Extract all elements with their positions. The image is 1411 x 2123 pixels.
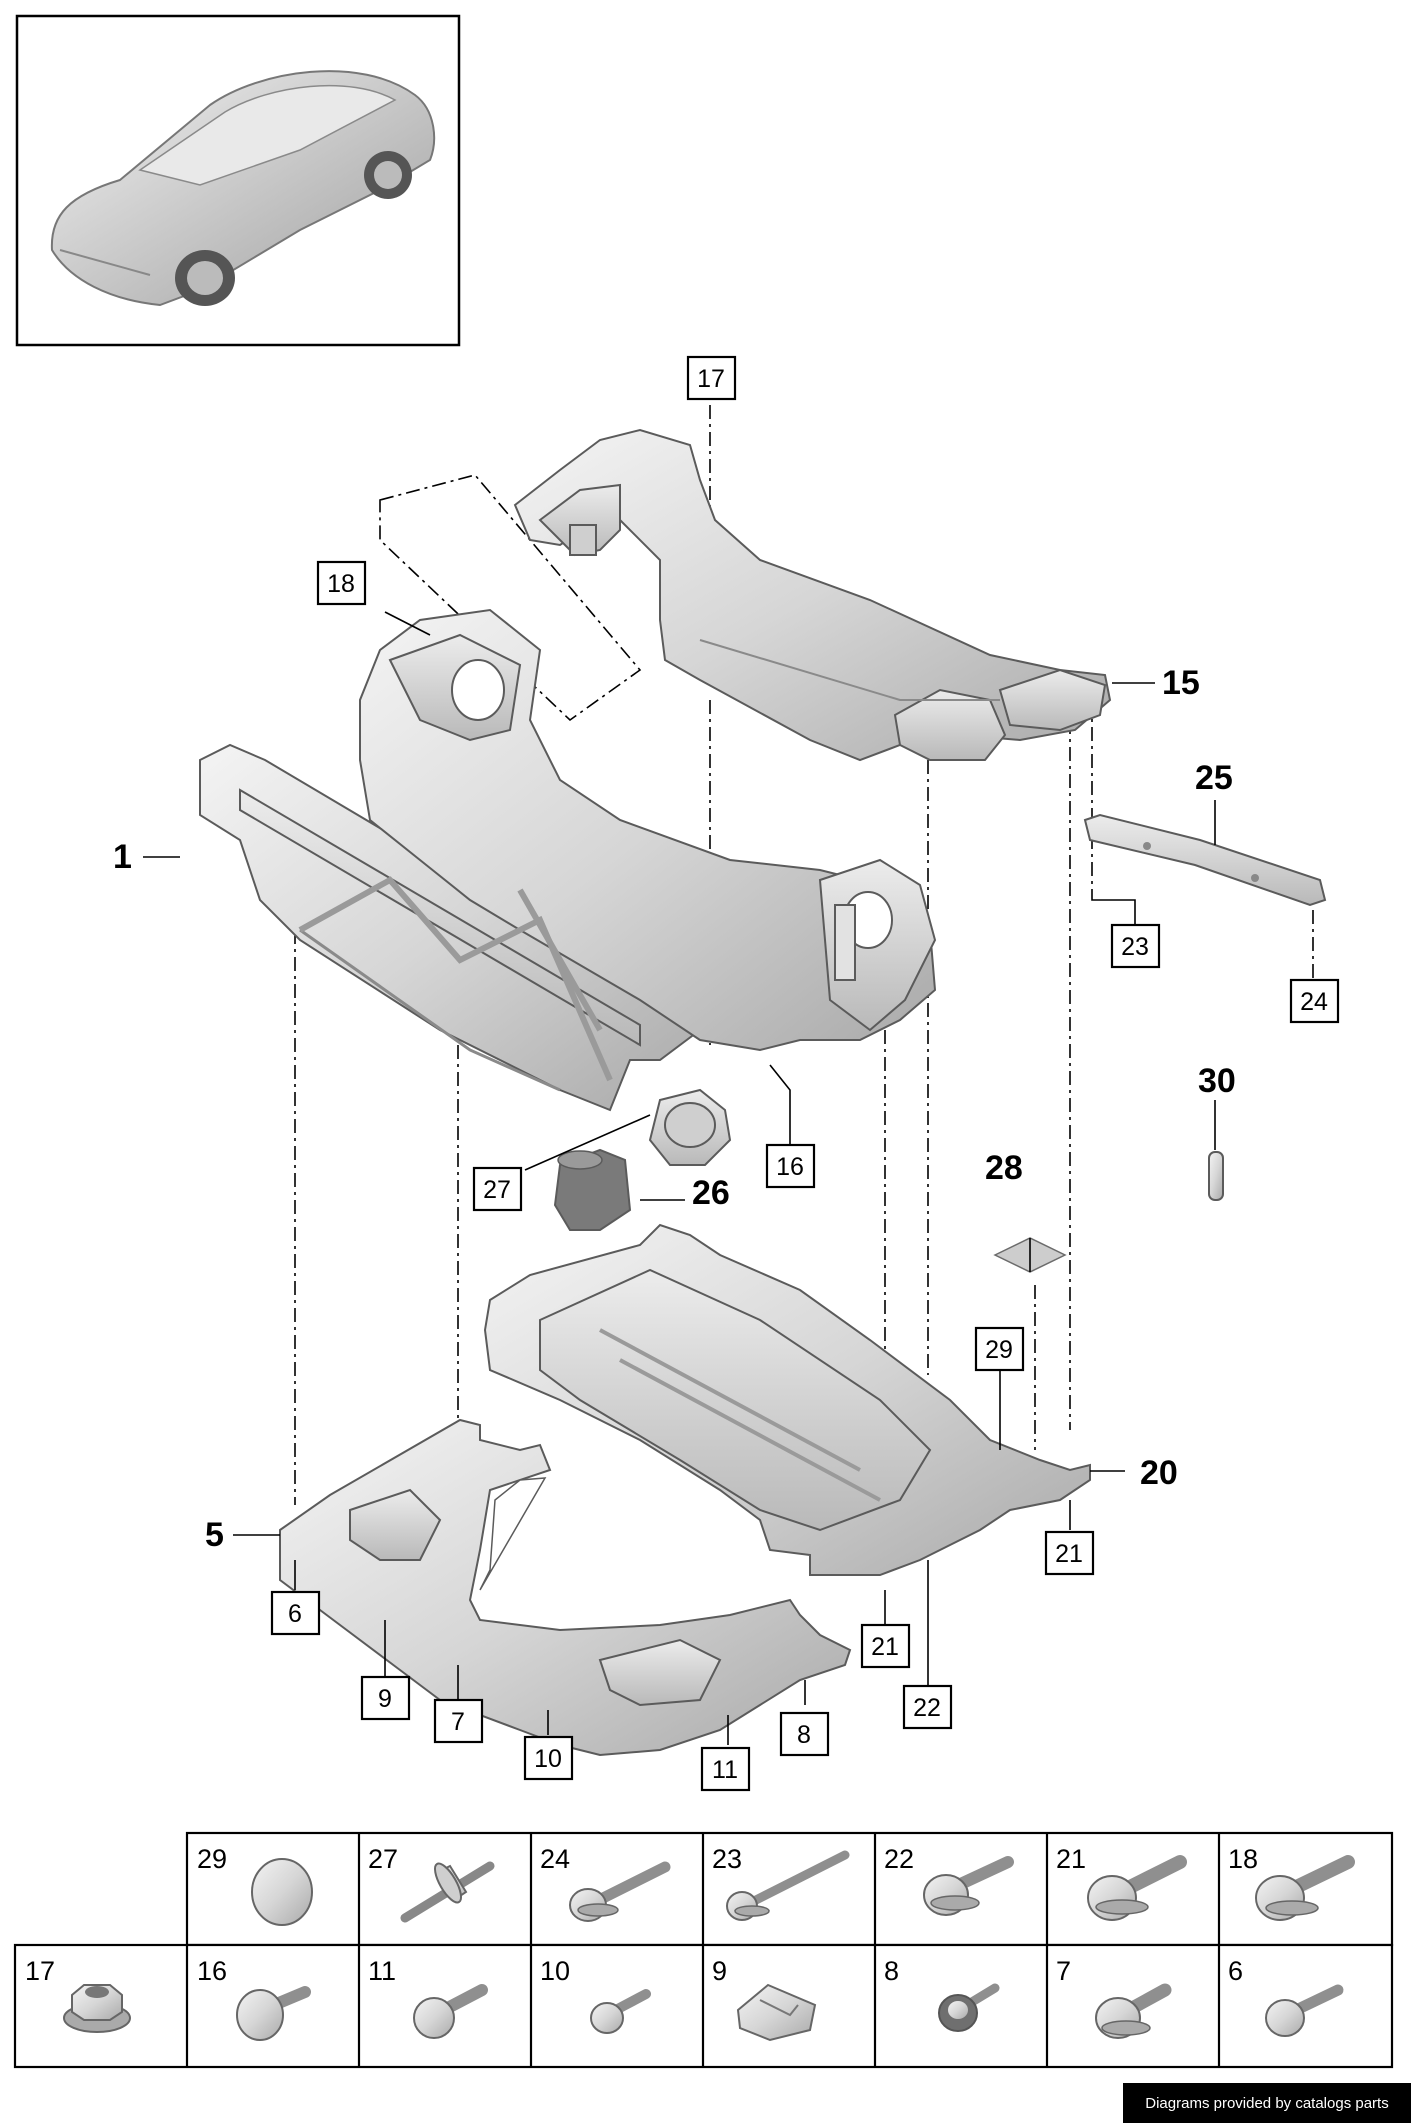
callout-9: 9 xyxy=(360,1675,411,1721)
front-shear-panel xyxy=(279,1418,852,1757)
grid-label: 24 xyxy=(540,1844,570,1874)
svg-text:16: 16 xyxy=(776,1153,804,1181)
fastener-grid: 29 27 24 23 22 21 18 17 16 11 10 9 8 7 6 xyxy=(13,1831,1394,2069)
hex-bolt-icon xyxy=(923,1856,1014,1916)
callout-30: 30 xyxy=(1198,1062,1236,1100)
svg-text:18: 18 xyxy=(327,570,355,598)
callout-1: 1 xyxy=(113,838,132,876)
callout-28: 28 xyxy=(985,1149,1023,1187)
svg-text:8: 8 xyxy=(797,1721,811,1749)
hex-bolt-icon xyxy=(413,1984,488,2039)
flange-nut-icon xyxy=(63,1984,131,2033)
car-thumbnail-icon xyxy=(50,70,436,307)
svg-text:10: 10 xyxy=(534,1745,562,1773)
callout-18: 18 xyxy=(316,560,367,606)
hex-bolt-icon xyxy=(1087,1855,1187,1921)
grid-label: 29 xyxy=(197,1844,227,1874)
callout-6: 6 xyxy=(270,1590,321,1636)
svg-text:29: 29 xyxy=(985,1336,1013,1364)
cap-plug-icon xyxy=(251,1858,313,1926)
callout-21-a: 21 xyxy=(1044,1530,1095,1576)
hex-bolt-icon xyxy=(236,1986,311,2041)
grid-label: 11 xyxy=(368,1956,396,1986)
callout-17: 17 xyxy=(686,355,737,401)
callout-10: 10 xyxy=(523,1735,574,1781)
callout-29: 29 xyxy=(974,1326,1025,1372)
callout-23: 23 xyxy=(1110,923,1161,969)
svg-text:21: 21 xyxy=(1055,1540,1083,1568)
svg-text:23: 23 xyxy=(1121,933,1149,961)
grid-label: 22 xyxy=(884,1844,914,1874)
grid-label: 16 xyxy=(197,1956,227,1986)
grid-label: 8 xyxy=(884,1956,899,1986)
leader-lines xyxy=(143,370,1216,1745)
grid-label: 10 xyxy=(540,1956,570,1986)
svg-text:17: 17 xyxy=(697,365,725,393)
callout-27: 27 xyxy=(472,1166,523,1212)
callout-8: 8 xyxy=(779,1711,830,1757)
grid-label: 6 xyxy=(1228,1956,1243,1986)
callout-26: 26 xyxy=(692,1174,730,1212)
bushing-bearing xyxy=(553,1088,732,1231)
grid-label: 23 xyxy=(712,1844,742,1874)
callout-11: 11 xyxy=(700,1746,751,1792)
svg-text:21: 21 xyxy=(871,1633,899,1661)
hex-bolt-icon xyxy=(1095,1983,1172,2039)
callout-5: 5 xyxy=(205,1516,224,1554)
bracket-strip xyxy=(1083,813,1327,907)
pin-part xyxy=(1208,1151,1224,1201)
hex-bolt-icon xyxy=(590,1989,651,2034)
hex-bolt-icon xyxy=(1255,1855,1355,1921)
hex-bolt-icon xyxy=(569,1861,671,1922)
rear-shear-panel xyxy=(483,1223,1091,1576)
svg-text:27: 27 xyxy=(483,1176,511,1204)
grid-label: 18 xyxy=(1228,1844,1258,1874)
svg-text:9: 9 xyxy=(378,1685,392,1713)
grid-label: 7 xyxy=(1056,1956,1071,1986)
callout-20: 20 xyxy=(1140,1454,1178,1492)
grid-label: 17 xyxy=(25,1956,55,1986)
rivet-icon xyxy=(400,1861,495,1923)
credit-badge: Diagrams provided by catalogs parts xyxy=(1123,2083,1411,2123)
grid-label: 27 xyxy=(368,1844,398,1874)
svg-text:24: 24 xyxy=(1300,988,1328,1016)
callout-16: 16 xyxy=(765,1143,816,1189)
grid-label: 21 xyxy=(1056,1844,1086,1874)
callout-24: 24 xyxy=(1289,978,1340,1024)
callout-25: 25 xyxy=(1195,759,1233,797)
svg-text:6: 6 xyxy=(288,1600,302,1628)
callout-15: 15 xyxy=(1162,664,1200,702)
spring-clip-icon xyxy=(736,1983,817,2042)
callout-7: 7 xyxy=(433,1698,484,1744)
svg-text:11: 11 xyxy=(712,1756,738,1784)
hex-bolt-icon xyxy=(1265,1984,1344,2037)
car-thumbnail xyxy=(15,14,461,347)
svg-text:7: 7 xyxy=(451,1708,465,1736)
rear-crossmember xyxy=(513,428,1112,762)
hex-bolt-icon xyxy=(938,1983,1000,2032)
callout-22: 22 xyxy=(902,1684,953,1730)
grid-label: 9 xyxy=(712,1956,727,1986)
main-subframe xyxy=(199,608,937,1112)
hex-bolt-icon xyxy=(726,1850,850,1921)
callout-21-b: 21 xyxy=(860,1623,911,1669)
svg-text:22: 22 xyxy=(913,1694,941,1722)
